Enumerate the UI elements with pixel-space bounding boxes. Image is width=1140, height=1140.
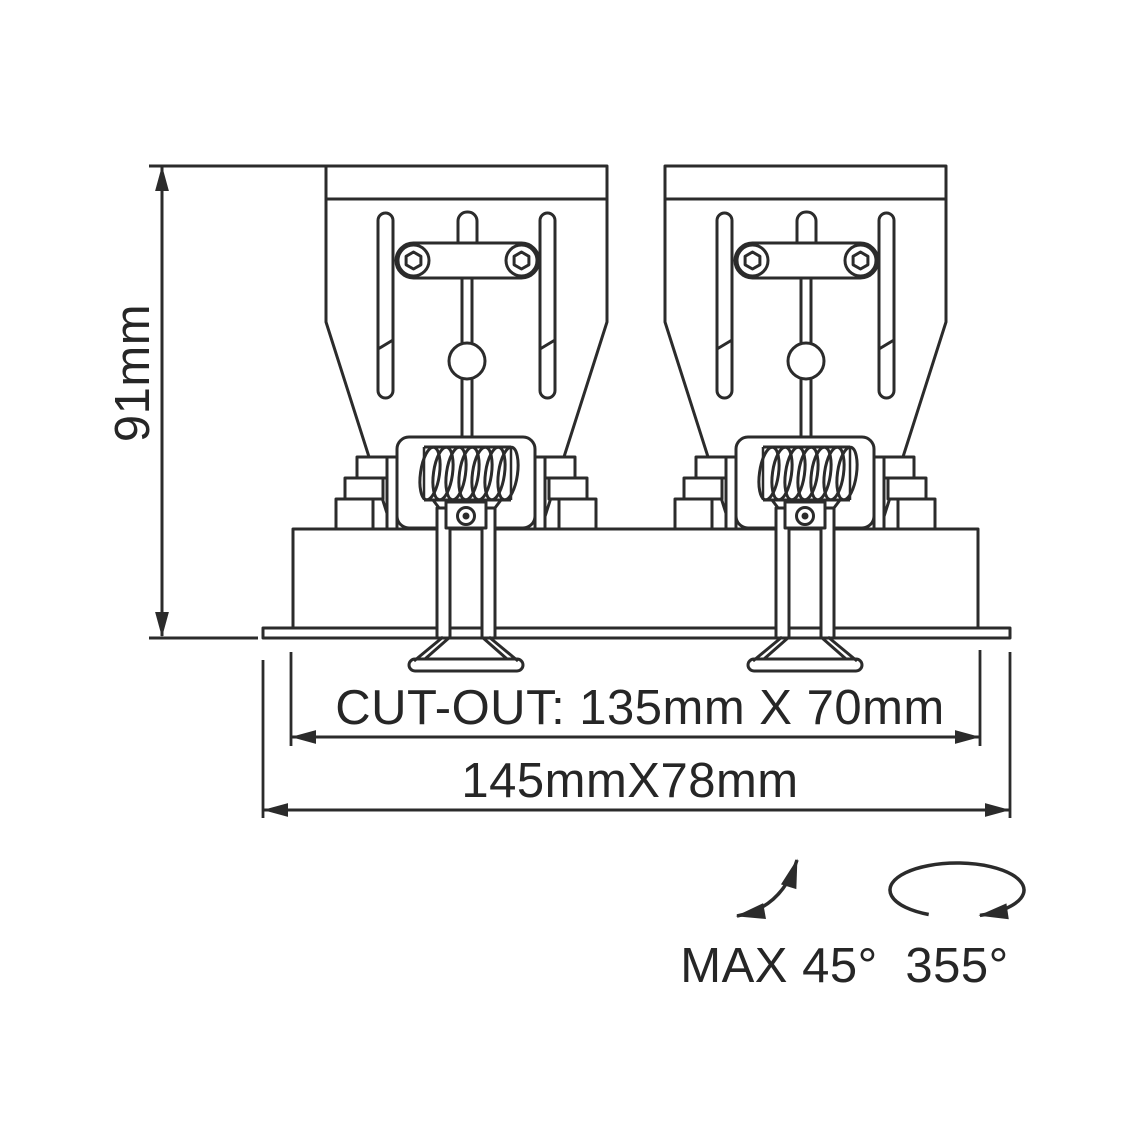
cutout-dimension-label: CUT-OUT: 135mm X 70mm bbox=[335, 681, 944, 735]
overall-dimension-label: 145mmX78mm bbox=[461, 754, 798, 808]
fixture-front-view: 91mm CUT-OUT: 135mm X 70mm 145mmX78mm MA… bbox=[106, 164, 1026, 993]
height-dimension-label: 91mm bbox=[106, 304, 160, 442]
mounting-frame bbox=[291, 527, 980, 630]
dimension-overall: 145mmX78mm bbox=[261, 652, 1012, 818]
annotation-rotation: 355° bbox=[888, 861, 1026, 993]
dimension-cutout: CUT-OUT: 135mm X 70mm bbox=[289, 650, 982, 746]
tilt-arc-arrow-icon bbox=[735, 858, 799, 920]
rotation-ellipse-arrow-icon bbox=[888, 861, 1026, 920]
trim-flange bbox=[261, 626, 1012, 640]
tilt-angle-label: MAX 45° bbox=[680, 939, 877, 993]
rotation-angle-label: 355° bbox=[905, 939, 1008, 993]
annotation-tilt: MAX 45° bbox=[680, 858, 877, 993]
dimension-height: 91mm bbox=[106, 164, 330, 640]
